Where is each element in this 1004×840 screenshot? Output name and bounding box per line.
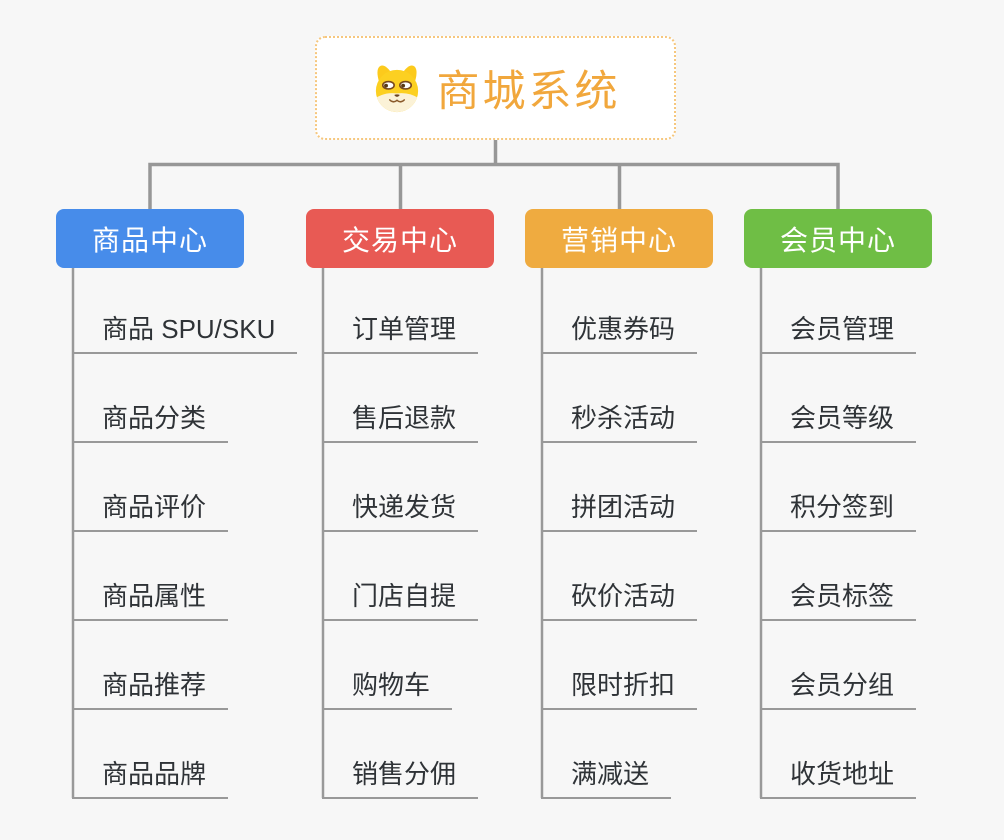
leaf-node[interactable]: 优惠券码	[541, 314, 698, 354]
leaf-node[interactable]: 积分签到	[760, 492, 917, 532]
leaf-node[interactable]: 砍价活动	[541, 581, 698, 621]
leaf-node[interactable]: 商品评价	[72, 492, 229, 532]
leaf-node[interactable]: 订单管理	[322, 314, 479, 354]
leaf-node[interactable]: 会员分组	[760, 670, 917, 710]
leaf-node[interactable]: 会员标签	[760, 581, 917, 621]
leaf-node[interactable]: 满减送	[541, 759, 672, 799]
connector-bus	[148, 162, 840, 209]
root-title: 商城系统	[436, 68, 621, 116]
branch-node-product[interactable]: 商品中心	[56, 209, 244, 268]
leaf-node[interactable]: 门店自提	[322, 581, 479, 621]
leaf-node[interactable]: 会员管理	[760, 314, 917, 354]
leaf-node[interactable]: 售后退款	[322, 403, 479, 443]
leaf-node[interactable]: 商品 SPU/SKU	[72, 314, 298, 354]
leaf-node[interactable]: 商品品牌	[72, 759, 229, 799]
leaf-node[interactable]: 商品分类	[72, 403, 229, 443]
branch-node-member[interactable]: 会员中心	[744, 209, 932, 268]
leaf-node[interactable]: 会员等级	[760, 403, 917, 443]
leaf-node[interactable]: 秒杀活动	[541, 403, 698, 443]
doge-icon	[375, 65, 418, 112]
leaf-node[interactable]: 商品属性	[72, 581, 229, 621]
branch-node-marketing[interactable]: 营销中心	[525, 209, 713, 268]
leaf-node[interactable]: 拼团活动	[541, 492, 698, 532]
leaf-node[interactable]: 限时折扣	[541, 670, 698, 710]
leaf-node[interactable]: 快递发货	[322, 492, 479, 532]
root-node[interactable]: 商城系统	[315, 36, 676, 140]
leaf-node[interactable]: 购物车	[322, 670, 453, 710]
leaf-node[interactable]: 商品推荐	[72, 670, 229, 710]
leaf-node[interactable]: 收货地址	[760, 759, 917, 799]
leaf-node[interactable]: 销售分佣	[322, 759, 479, 799]
branch-node-trade[interactable]: 交易中心	[306, 209, 494, 268]
